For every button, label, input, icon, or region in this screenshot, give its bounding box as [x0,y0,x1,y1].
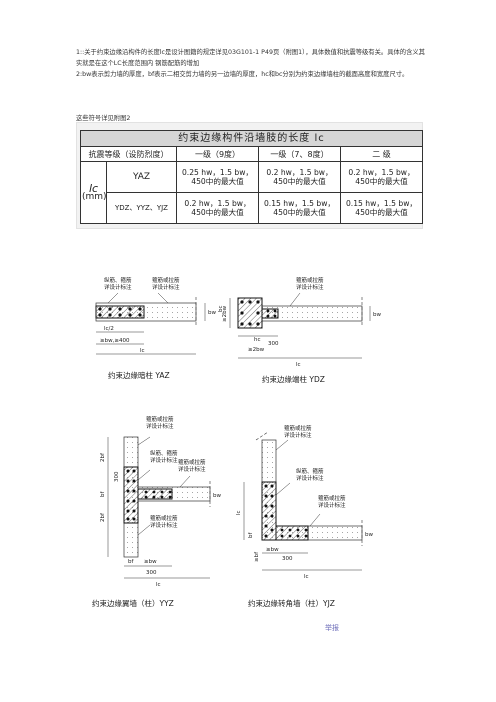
yyz-anno-top-2: 详设计标注 [146,422,174,430]
note-paragraph-2: 2:bw表示剪力墙的厚度，bf表示二相交剪力墙的另一边墙的厚度，hc和bc分别为… [76,71,409,78]
yyz-caption: 约束边缘翼墙（柱）YYZ [92,598,174,608]
yaz-anno-left-1: 纵筋、箍筋 [104,276,132,284]
yyz-dim-minbw: ≥bw [144,559,157,565]
figure-yaz [95,292,206,355]
yjz-anno-top-1: 箍筋或拉筋 [284,424,312,432]
yjz-caption: 约束边缘转角墙（柱）YJZ [248,598,335,608]
yjz-dim-bf: bf [248,532,254,538]
ydz-dim-hc: hc [254,337,261,343]
yjz-dim-minbw: ≥bw [266,547,279,553]
unit-label: (mm) [82,191,107,202]
ydz-dim-2bw-left: ≥2bw [222,305,228,322]
figure-yyz [107,436,211,579]
yyz-anno-mid-2: 详设计标注 [150,456,178,464]
note-paragraph-3: 这些符号详见附图2 [76,115,131,122]
yjz-anno-mid-2: 详设计标注 [296,474,324,482]
table-unit-cell: lc (mm) [80,161,107,224]
yaz-dim-min: ≥bw,≥400 [100,338,130,344]
table-type-cell: YAZ [106,161,177,193]
ydz-dim-2bw: ≥2bw [248,347,265,353]
yjz-anno-right-2: 详设计标注 [318,501,346,509]
yjz-dim-lc-vertical: lc [236,510,242,515]
ydz-anno-right-2: 详设计标注 [296,283,324,291]
yaz-anno-right-2: 详设计标注 [152,283,180,291]
yjz-dim-minbf: ≥bf [254,551,260,562]
yjz-anno-mid-1: 纵筋、箍筋 [296,467,324,475]
yyz-dim-lc: lc [156,582,161,588]
unit-symbol: lc [88,181,99,195]
yaz-caption: 约束边缘暗柱 YAZ [108,370,170,380]
yyz-anno-mid-1: 纵筋、箍筋 [150,449,178,457]
yyz-dim-2bf-bottom: 2bf [100,512,106,522]
yjz-dim-bw: bw [365,532,373,538]
yaz-anno-left-2: 详设计标注 [104,283,132,291]
yyz-anno-low-2: 详设计标注 [150,521,178,529]
note-paragraph-1: 1::关于约束边缘沿构件的长度lc是设计图籍的规定详见03G101-1 P49页… [76,49,425,67]
report-link[interactable]: 举报 [325,624,339,632]
yyz-anno-right-1: 箍筋或拉筋 [178,458,206,466]
table-row: lc (mm) YAZ 0.25 hw，1.5 bw，450中的最大值 0.2 … [80,161,424,224]
table-cell: 0.15 hw，1.5 bw，450中的最大值 [258,192,341,224]
table-cell: 0.25 hw，1.5 bw，450中的最大值 [176,161,259,193]
yaz-dim-half: lc/2 [104,326,114,332]
yyz-dim-bf: bf [100,491,106,497]
yyz-anno-right-2: 详设计标注 [178,465,206,473]
ydz-caption: 约束边缘端柱 YDZ [262,374,325,384]
yyz-dim-bw: bw [213,493,221,499]
yjz-anno-right-1: 箍筋或拉筋 [318,494,346,502]
ydz-dim-bw: bw [373,312,381,318]
yyz-anno-low-1: 箍筋或拉筋 [150,514,178,522]
ydz-dim-300: 300 [268,341,279,347]
yjz-dim-lc: lc [304,574,309,580]
table-row: YDZ、YYZ、YJZ 0.2 hw，1.5 bw，450中的最大值 0.15 … [81,192,424,224]
table-cell: 0.15 hw，1.5 bw，450中的最大值 [339,192,424,224]
yyz-dim-300: 300 [114,471,120,482]
figure-yjz [243,431,363,571]
figure-ydz [229,292,371,359]
boundary-length-table: 约束边缘构件沿墙肢的长度 lc 抗震等级（设防烈度） 一级（9度） 一级（7、8… [79,130,424,224]
yjz-anno-top-2: 详设计标注 [284,431,312,439]
yaz-dim-lc: lc [140,348,145,354]
ydz-dim-lc: lc [296,362,301,368]
yyz-dim-300-bottom: 300 [146,570,157,576]
yaz-anno-right-1: 箍筋或拉筋 [152,276,180,284]
yyz-dim-bf-bottom: bf [128,559,134,565]
table-cell: 0.2 hw，1.5 bw，450中的最大值 [258,161,341,193]
yyz-anno-top-1: 箍筋或拉筋 [146,415,174,423]
table-cell: 0.2 hw，1.5 bw，450中的最大值 [176,192,259,224]
yyz-dim-2bf-top: 2bf [100,452,106,462]
yjz-dim-300: 300 [282,556,293,562]
ydz-anno-right-1: 箍筋或拉筋 [296,276,324,284]
ydz-dim-bc: bc [218,305,224,312]
yaz-dim-bw: bw [208,310,216,316]
